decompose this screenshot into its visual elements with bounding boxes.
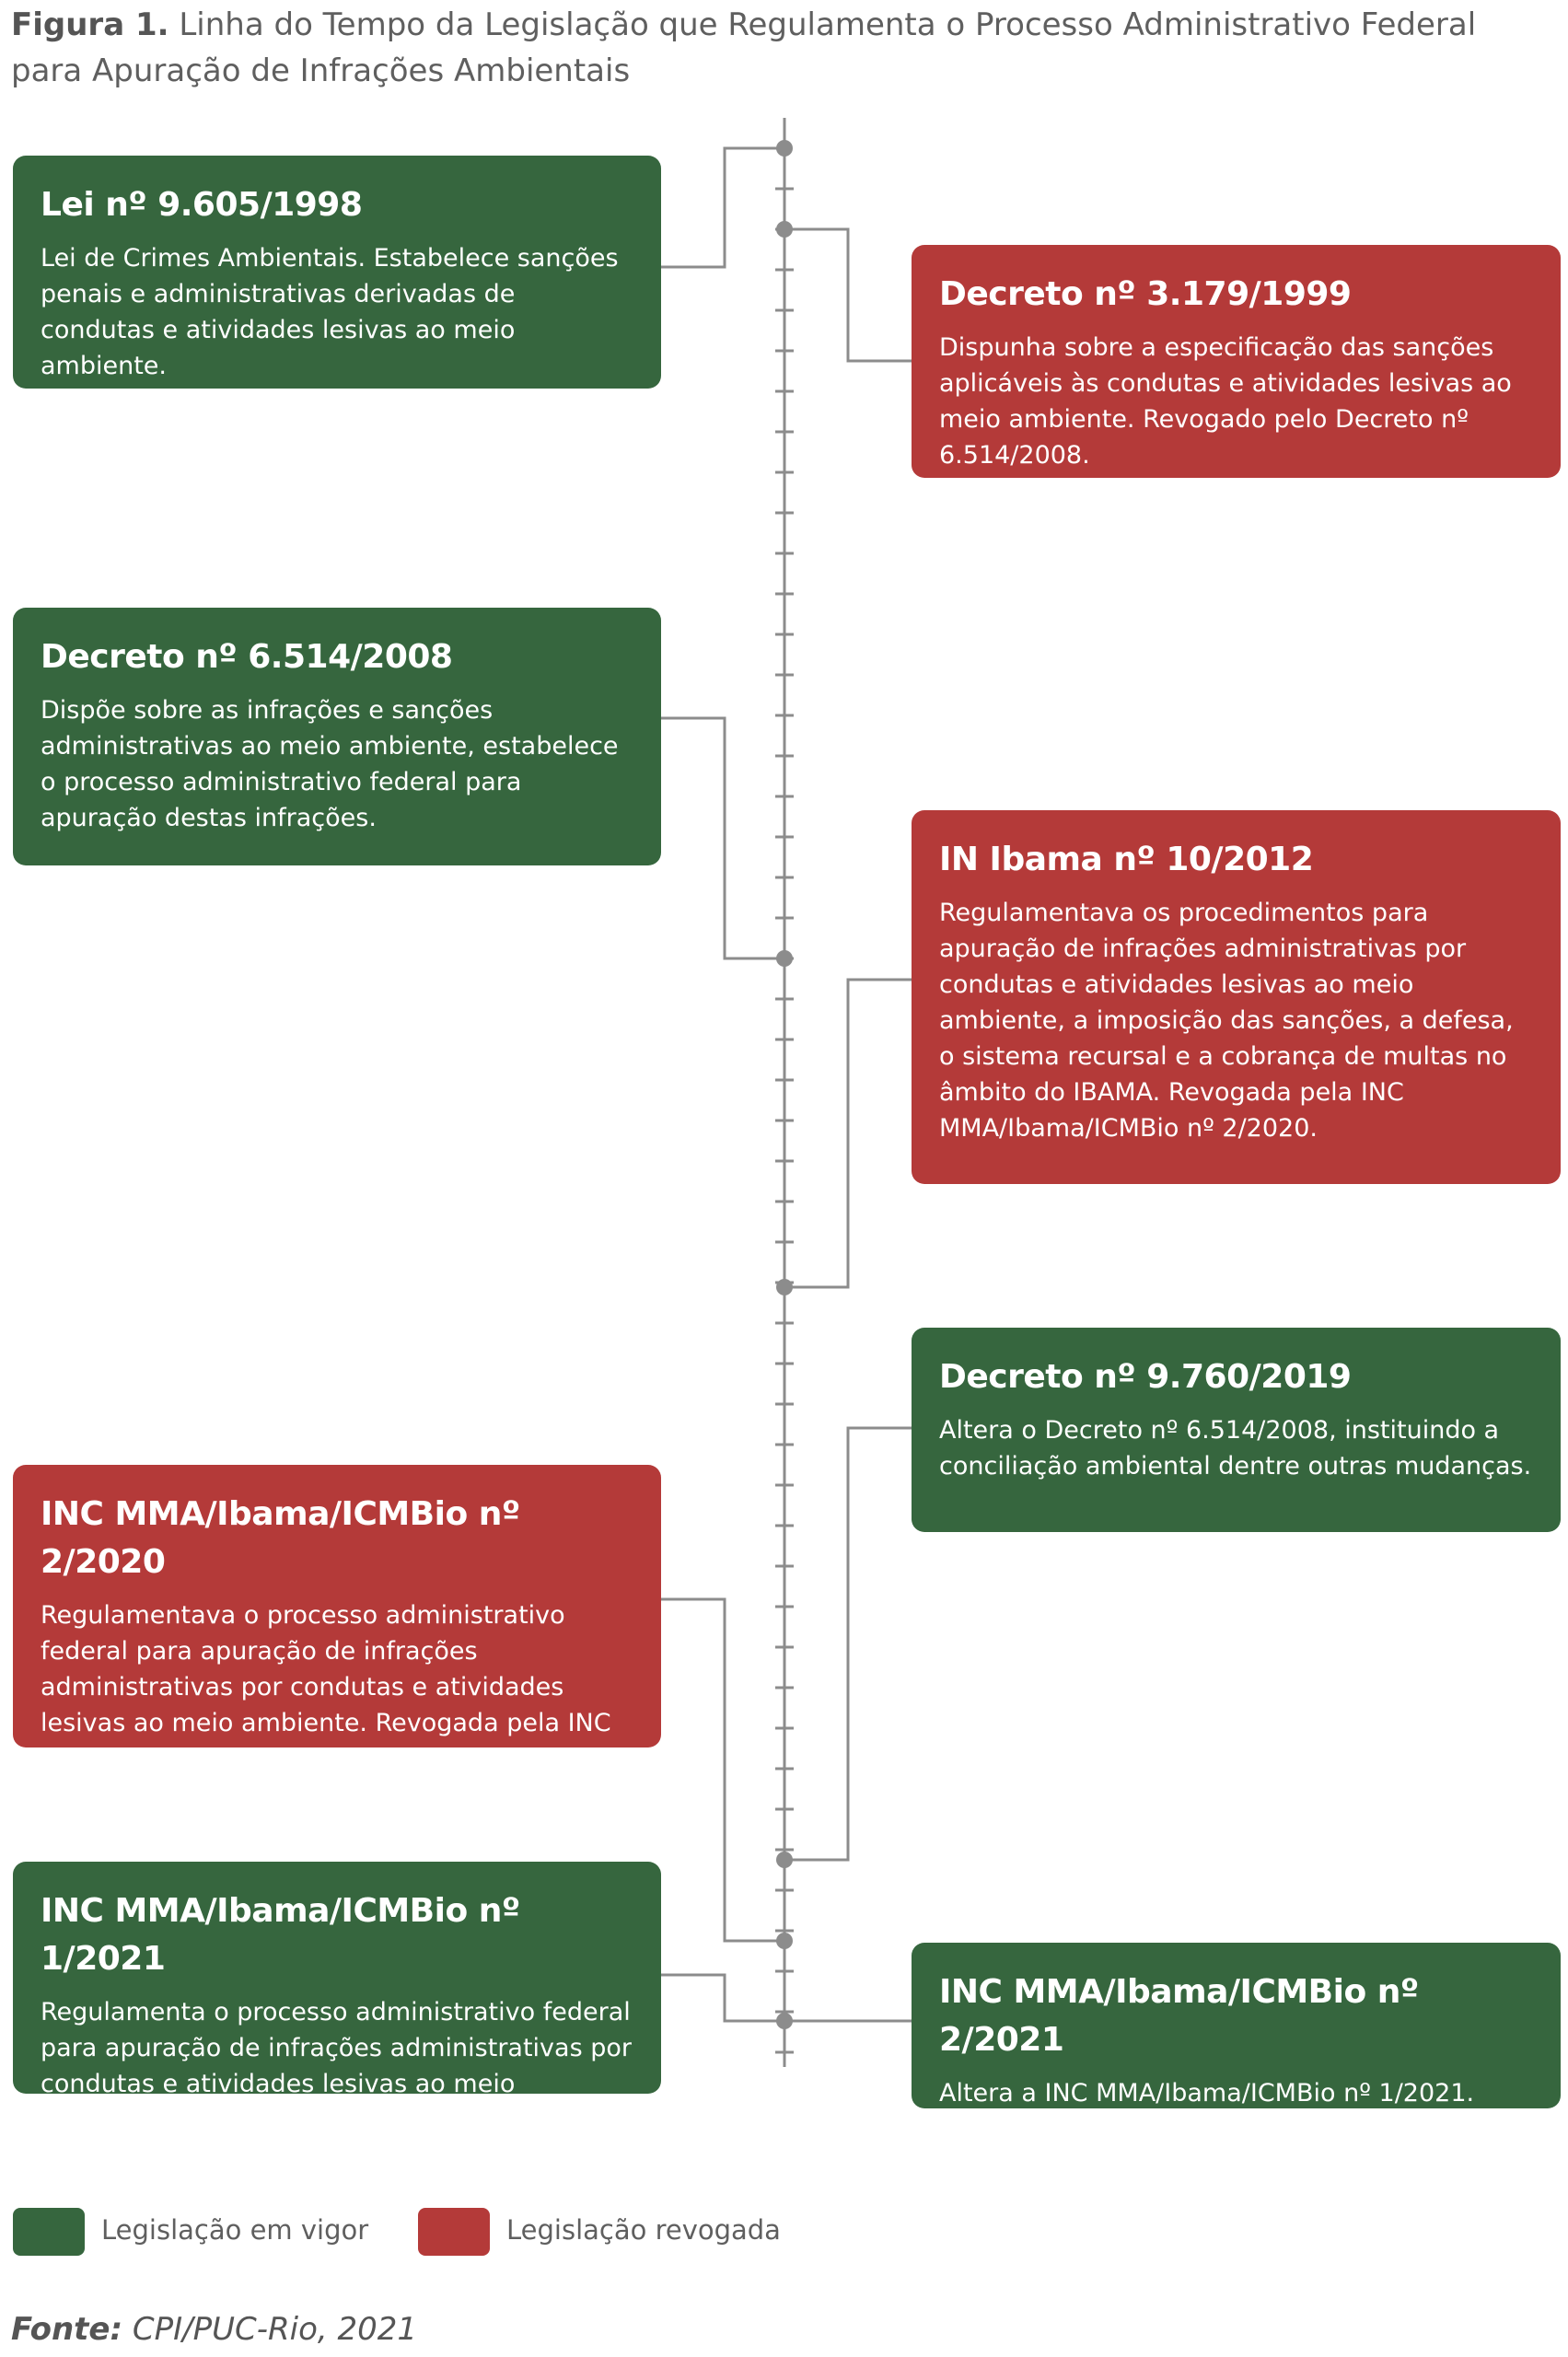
card-title: INC MMA/Ibama/ICMBio nº 1/2021	[41, 1892, 520, 1978]
card-text: Regulamenta o processo administrativo fe…	[41, 1998, 632, 2134]
card-text: Dispunha sobre a especificação das sançõ…	[939, 333, 1512, 470]
card-text: Regulamentava os procedimentos para apur…	[939, 899, 1514, 1143]
card-title: Decreto nº 3.179/1999	[939, 275, 1352, 313]
card-title: Decreto nº 6.514/2008	[41, 638, 453, 676]
timeline-node	[776, 1279, 793, 1295]
connector-inc-2-2020	[661, 1597, 784, 1943]
source-label: Fonte:	[11, 2311, 123, 2348]
card-text: Altera a INC MMA/Ibama/ICMBio nº 1/2021.	[939, 2079, 1475, 2107]
source-text: CPI/PUC-Rio, 2021	[132, 2311, 418, 2348]
connector-in-ibama-10-2012	[784, 978, 912, 1289]
card-decreto-3179-1999: Decreto nº 3.179/1999 Dispunha sobre a e…	[912, 245, 1561, 478]
card-text: Regulamentava o processo administrativo …	[41, 1601, 611, 1773]
figure-title-text: Linha do Tempo da Legislação que Regulam…	[11, 6, 1477, 89]
timeline-node	[776, 1852, 793, 1868]
figure-title: Figura 1. Linha do Tempo da Legislação q…	[11, 2, 1549, 94]
timeline-node	[776, 221, 793, 238]
connector-decreto-6514-2008	[661, 716, 784, 960]
card-text: Altera o Decreto nº 6.514/2008, institui…	[939, 1416, 1532, 1480]
timeline-node	[776, 950, 793, 967]
card-title: Lei nº 9.605/1998	[41, 186, 363, 224]
timeline-node	[776, 2013, 793, 2029]
legend-label-revoked: Legislação revogada	[506, 2214, 781, 2246]
connector-decreto-9760-2019	[784, 1426, 912, 1862]
card-title: Decreto nº 9.760/2019	[939, 1358, 1352, 1396]
legend-swatch-revoked	[418, 2208, 490, 2256]
card-inc-2-2020: INC MMA/Ibama/ICMBio nº 2/2020 Regulamen…	[13, 1465, 661, 1773]
connector-inc-1-2021	[661, 1973, 784, 2023]
figure-source: Fonte: CPI/PUC-Rio, 2021	[11, 2309, 417, 2350]
card-inc-2-2021: INC MMA/Ibama/ICMBio nº 2/2021 Altera a …	[912, 1943, 1561, 2108]
card-title: IN Ibama nº 10/2012	[939, 841, 1314, 878]
card-in-ibama-10-2012: IN Ibama nº 10/2012 Regulamentava os pro…	[912, 810, 1561, 1184]
card-title: INC MMA/Ibama/ICMBio nº 2/2020	[41, 1495, 520, 1581]
figure-label: Figura 1.	[11, 6, 169, 43]
connector-decreto-3179-1999	[784, 227, 912, 363]
card-text: Dispõe sobre as infrações e sanções admi…	[41, 696, 619, 832]
connector-lei-9605-1998	[661, 146, 784, 269]
card-decreto-9760-2019: Decreto nº 9.760/2019 Altera o Decreto n…	[912, 1328, 1561, 1532]
card-inc-1-2021: INC MMA/Ibama/ICMBio nº 1/2021 Regulamen…	[13, 1862, 661, 2134]
timeline-node	[776, 1933, 793, 1949]
card-text: Lei de Crimes Ambientais. Estabelece san…	[41, 244, 619, 380]
card-lei-9605-1998: Lei nº 9.605/1998 Lei de Crimes Ambienta…	[13, 156, 661, 389]
card-title: INC MMA/Ibama/ICMBio nº 2/2021	[939, 1973, 1419, 2059]
card-decreto-6514-2008: Decreto nº 6.514/2008 Dispõe sobre as in…	[13, 608, 661, 865]
legend-label-in-force: Legislação em vigor	[101, 2214, 369, 2246]
timeline-node	[776, 140, 793, 157]
legend-swatch-in-force	[13, 2208, 85, 2256]
